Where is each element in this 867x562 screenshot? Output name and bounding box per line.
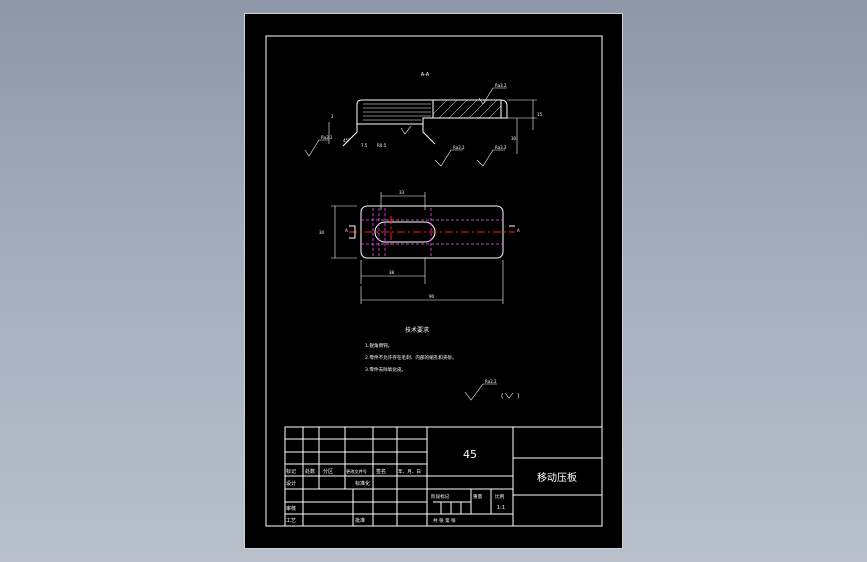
tech-requirements: 技术要求 1.锐角倒钝。 2.零件不允许存在毛刺、内部的缩孔和夹砂。 3.零件去… [365, 326, 457, 373]
svg-text:2: 2 [331, 114, 334, 119]
svg-text:38: 38 [389, 270, 395, 275]
svg-text:A: A [345, 228, 348, 233]
tb-date: 年、月、日 [398, 468, 421, 475]
svg-text:30: 30 [511, 136, 517, 141]
tb-standardize: 标准化 [355, 480, 370, 487]
material: 45 [463, 448, 477, 461]
plan-view: A A 33 30 38 90 [319, 190, 520, 304]
section-left-lines [363, 103, 431, 121]
section-view: A-A 15 30 [304, 72, 543, 167]
svg-text:Ra3.2: Ra3.2 [321, 135, 333, 140]
tb-process: 工艺 [286, 518, 296, 524]
svg-text:90: 90 [429, 294, 435, 299]
tech-req-item-2: 2.零件不允许存在毛刺、内部的缩孔和夹砂。 [365, 354, 457, 361]
tb-design: 设计 [286, 480, 296, 487]
svg-text:Ra3.2: Ra3.2 [495, 83, 507, 88]
svg-text:33: 33 [399, 190, 405, 195]
svg-text:A: A [517, 228, 520, 233]
roughness-symbols-section: Ra3.2 Ra3.2 Ra3.2 Ra3.2 45° 7.5 R0.5 2 [304, 83, 507, 167]
general-roughness-value: Ra3.2 [485, 379, 497, 384]
drawing-canvas: A-A 15 30 [265, 35, 603, 527]
tech-req-item-3: 3.零件去除氧化皮。 [365, 366, 406, 373]
drawing-sheet: A-A 15 30 [244, 13, 623, 549]
tb-sheets: 共 张 第 张 [433, 517, 456, 524]
tb-change-doc: 更改文件号 [346, 468, 367, 475]
tb-count: 处数 [305, 468, 315, 475]
tb-review: 审核 [286, 505, 296, 512]
scale: 1:1 [497, 505, 505, 511]
svg-text:R0.5: R0.5 [377, 143, 387, 148]
title-block: 标记 处数 分区 更改文件号 签名 年、月、日 设计 标准化 审核 工艺 批准 … [284, 426, 603, 527]
svg-text:30: 30 [319, 230, 325, 235]
general-roughness: Ra3.2 ( ) [464, 379, 519, 401]
part-name: 移动压板 [537, 471, 577, 484]
tb-weight: 重量 [473, 493, 483, 500]
tb-stage-mark: 阶段标记 [431, 493, 450, 500]
section-step [342, 124, 436, 147]
tb-scale-label: 比例 [495, 493, 505, 500]
svg-text:): ) [517, 393, 519, 400]
tb-zone: 分区 [323, 468, 333, 475]
section-hatch [432, 99, 502, 119]
tb-approve: 批准 [355, 517, 365, 524]
svg-text:(: ( [501, 393, 503, 400]
svg-text:Ra3.2: Ra3.2 [453, 145, 465, 150]
svg-text:15: 15 [537, 112, 543, 117]
tb-mark: 标记 [286, 468, 296, 475]
svg-text:45°: 45° [343, 138, 350, 143]
tb-sign: 签名 [376, 468, 386, 475]
svg-text:7.5: 7.5 [361, 143, 368, 148]
tech-req-item-1: 1.锐角倒钝。 [365, 342, 392, 349]
tech-req-title: 技术要求 [405, 326, 429, 334]
svg-text:Ra3.2: Ra3.2 [495, 145, 507, 150]
section-label: A-A [421, 72, 430, 78]
